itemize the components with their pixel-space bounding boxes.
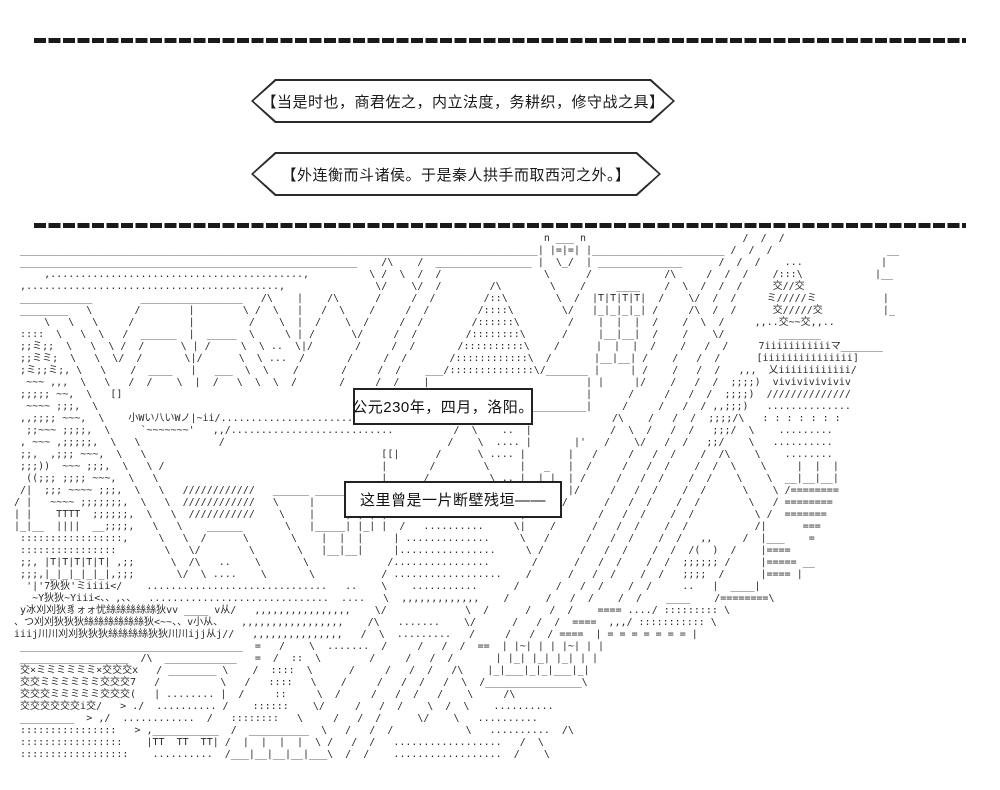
dialogue-text-1: 【当是时也，商君佐之，内立法度，务耕织，修守战之具】: [261, 93, 665, 111]
top-divider-rule: [34, 38, 966, 43]
dialogue-bubble-2: 【外连衡而斗诸侯。于是秦人拱手而取西河之外。】: [251, 152, 661, 196]
caption-ruins-text: 这里曾是一片断壁残垣——: [359, 492, 546, 509]
caption-box-ruins: 这里曾是一片断壁残垣——: [344, 481, 562, 518]
ascii-art-scene: n ___ n / / / __________________________…: [14, 233, 900, 760]
dialogue-bubble-1: 【当是时也，商君佐之，内立法度，务耕织，修守战之具】: [251, 79, 675, 123]
dialogue-bubble-1-fill: 【当是时也，商君佐之，内立法度，务耕织，修守战之具】: [253, 81, 672, 122]
caption-date-text: 公元230年，四月，洛阳。: [352, 399, 534, 416]
dialogue-bubble-2-fill: 【外连衡而斗诸侯。于是秦人拱手而取西河之外。】: [253, 154, 658, 195]
caption-box-date: 公元230年，四月，洛阳。: [352, 388, 534, 425]
second-divider-rule: [34, 223, 966, 228]
dialogue-text-2: 【外连衡而斗诸侯。于是秦人拱手而取西河之外。】: [281, 166, 631, 184]
